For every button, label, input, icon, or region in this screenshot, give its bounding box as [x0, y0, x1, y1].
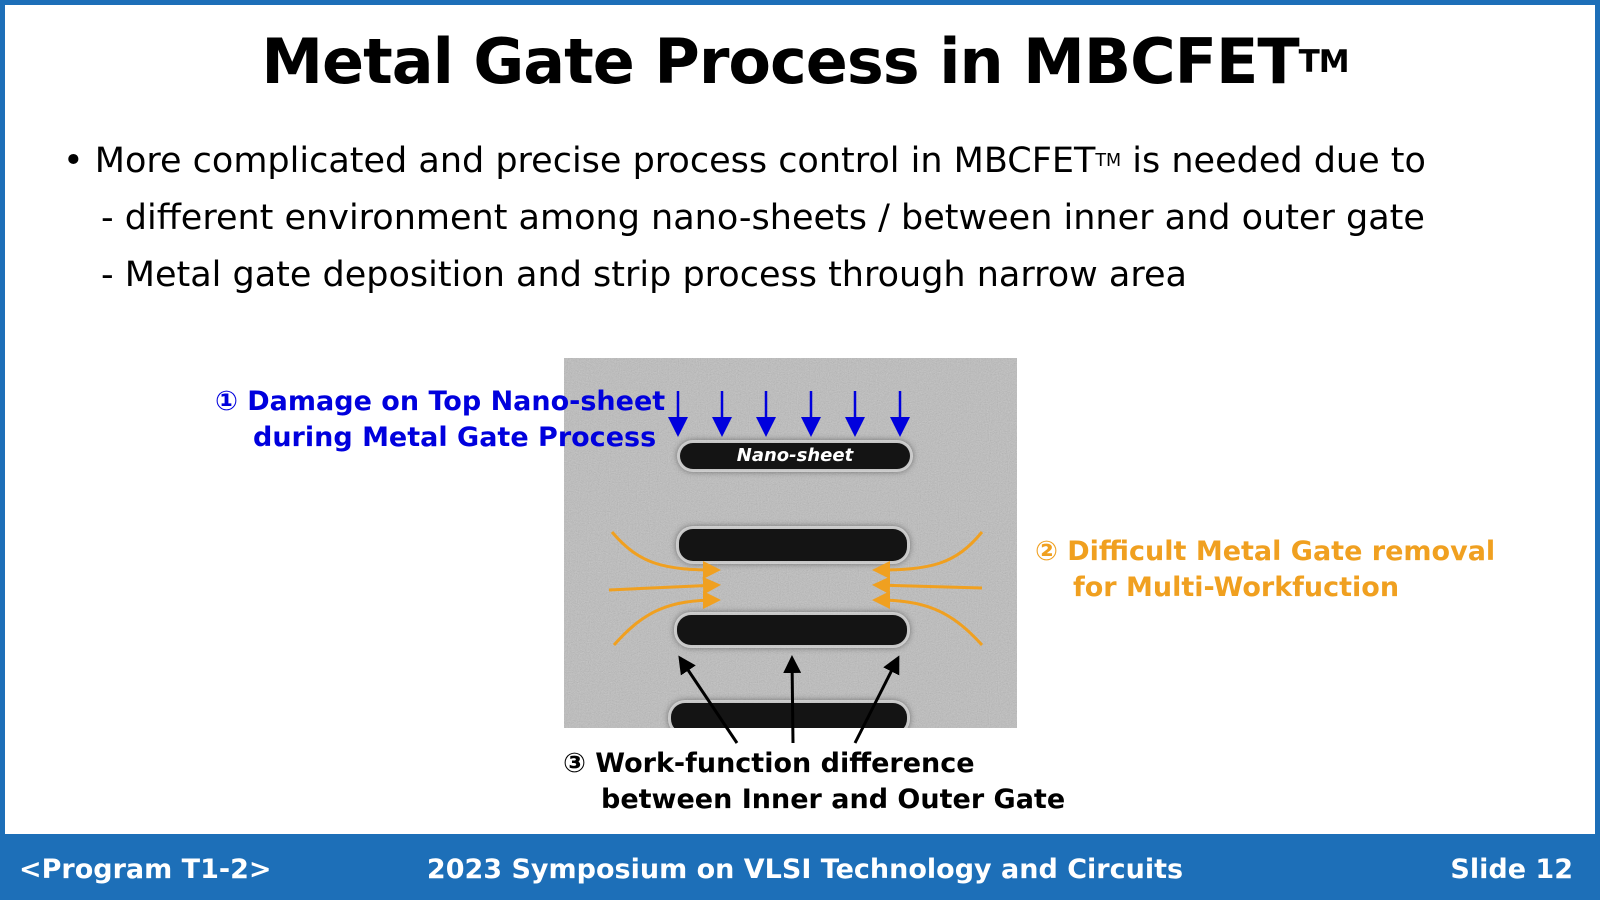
trademark-superscript: TM: [1298, 44, 1350, 81]
nano-sheet-top: [680, 443, 910, 469]
annotation-2-line-2: for Multi-Workfuction: [1073, 572, 1400, 603]
sub-bullet-deposition: - Metal gate deposition and strip proces…: [101, 255, 1187, 295]
footer-conference: 2023 Symposium on VLSI Technology and Ci…: [426, 854, 1184, 885]
annotation-3-line-1: ③ Work-function difference: [563, 748, 975, 779]
slide-title: Metal Gate Process in MBCFETTM: [5, 25, 1595, 98]
bullet-main-text: • More complicated and precise process c…: [63, 141, 1096, 181]
nano-sheet-label: Nano-sheet: [736, 445, 854, 466]
annotation-work-function: ③ Work-function difference between Inner…: [563, 746, 1065, 818]
bullet-main: • More complicated and precise process c…: [63, 141, 1426, 181]
side-arrows-orange: [608, 531, 984, 647]
upward-arrows-black: [678, 655, 900, 744]
annotation-3-line-2: between Inner and Outer Gate: [601, 784, 1066, 815]
footer-slide-number: Slide 12: [1450, 854, 1573, 885]
nano-sheet-3: [677, 615, 907, 645]
annotation-gate-removal: ② Difficult Metal Gate removal for Multi…: [1035, 534, 1495, 606]
bullet-main-tail: is needed due to: [1121, 141, 1426, 181]
annotation-arrows: [608, 391, 984, 744]
downward-arrows-blue: [668, 391, 910, 437]
annotation-1-line-2: during Metal Gate Process: [253, 422, 657, 453]
footer-program: <Program T1-2>: [19, 854, 272, 885]
slide-title-text: Metal Gate Process in MBCFET: [261, 25, 1299, 98]
annotation-1-line-1: ① Damage on Top Nano-sheet: [215, 386, 666, 417]
footer-bar: <Program T1-2> 2023 Symposium on VLSI Te…: [5, 834, 1595, 900]
sub-bullet-environment: - different environment among nano-sheet…: [101, 198, 1425, 238]
annotation-2-line-1: ② Difficult Metal Gate removal: [1035, 536, 1496, 567]
nano-sheet-2: [679, 529, 907, 561]
bullet-trademark: TM: [1095, 150, 1122, 171]
annotation-top-damage: ① Damage on Top Nano-sheet during Metal …: [215, 384, 665, 456]
